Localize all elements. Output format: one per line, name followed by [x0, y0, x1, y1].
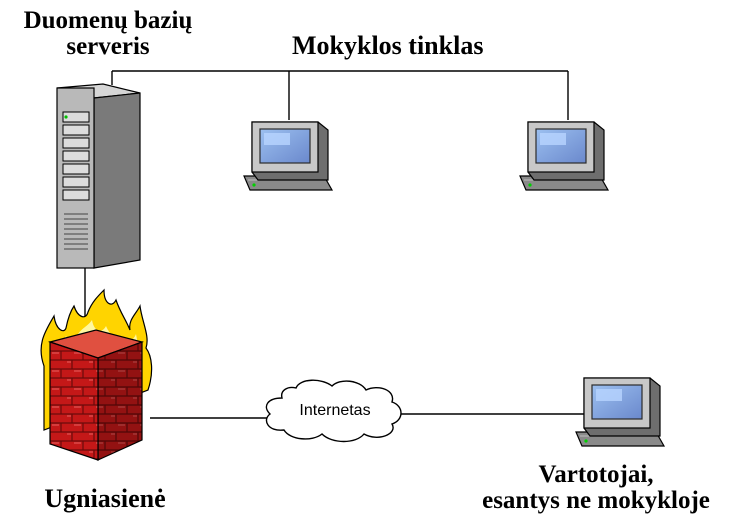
users-label: Vartotojai, esantys ne mokykloje	[446, 461, 746, 515]
cloud-label: Internetas	[299, 402, 371, 419]
network-label: Mokyklos tinklas	[292, 31, 484, 60]
computer-icon	[243, 121, 333, 191]
server-label-line1: Duomenų bazių	[23, 7, 193, 34]
network-lines	[84, 70, 584, 419]
cloud-icon	[265, 379, 402, 443]
server-label-line2: serveris	[66, 33, 150, 61]
firewall-icon	[40, 288, 153, 461]
server-icon	[56, 83, 141, 269]
computer-icon	[519, 121, 609, 191]
users-label-line2: esantys ne mokykloje	[482, 487, 710, 515]
server-label: Duomenų bazių serveris	[8, 7, 208, 61]
computer-icon	[575, 377, 665, 447]
users-label-line1: Vartotojai,	[538, 461, 654, 488]
firewall-label: Ugniasienė	[44, 484, 166, 513]
